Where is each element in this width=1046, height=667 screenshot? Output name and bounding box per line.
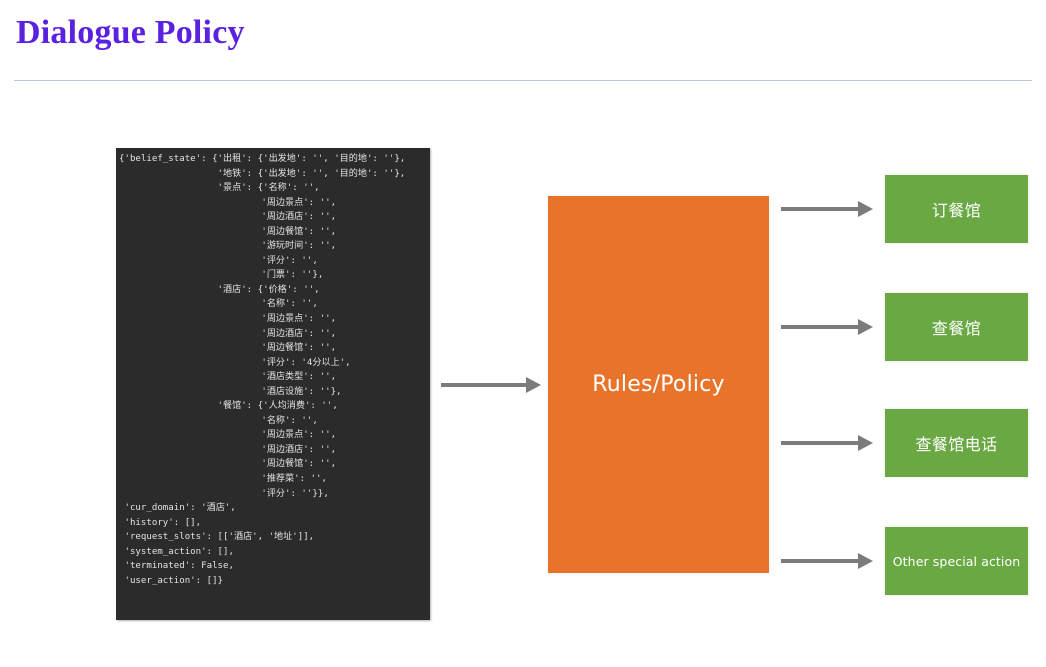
- arrow-head: [858, 201, 873, 217]
- arrow-right-icon-input: [441, 374, 541, 396]
- arrow-right-icon-action-1: [781, 198, 873, 220]
- arrow-shaft: [781, 325, 859, 329]
- action-box-query-restaurant: 查餐馆: [885, 293, 1028, 361]
- action-box-query-restaurant-phone: 查餐馆电话: [885, 409, 1028, 477]
- arrow-right-icon-action-2: [781, 316, 873, 338]
- belief-state-code-panel: {'belief_state': {'出租': {'出发地': '', '目的地…: [116, 148, 430, 620]
- action-box-other-special-action: Other special action: [885, 527, 1028, 595]
- action-box-order-restaurant: 订餐馆: [885, 175, 1028, 243]
- arrow-head: [858, 319, 873, 335]
- action-label: 查餐馆电话: [915, 435, 998, 454]
- action-label: 查餐馆: [931, 319, 982, 338]
- arrow-shaft: [781, 441, 859, 445]
- arrow-shaft: [781, 207, 859, 211]
- rules-policy-label: Rules/Policy: [592, 372, 725, 397]
- page-title: Dialogue Policy: [16, 14, 245, 51]
- arrow-head: [526, 377, 541, 393]
- action-label: 订餐馆: [931, 201, 982, 220]
- arrow-right-icon-action-4: [781, 550, 873, 572]
- action-label: Other special action: [892, 553, 1021, 569]
- arrow-shaft: [781, 559, 859, 563]
- belief-state-code-text: {'belief_state': {'出租': {'出发地': '', '目的地…: [119, 154, 406, 586]
- arrow-head: [858, 435, 873, 451]
- arrow-shaft: [441, 383, 527, 387]
- title-divider: [14, 80, 1032, 81]
- arrow-right-icon-action-3: [781, 432, 873, 454]
- arrow-head: [858, 553, 873, 569]
- rules-policy-box: Rules/Policy: [548, 196, 769, 573]
